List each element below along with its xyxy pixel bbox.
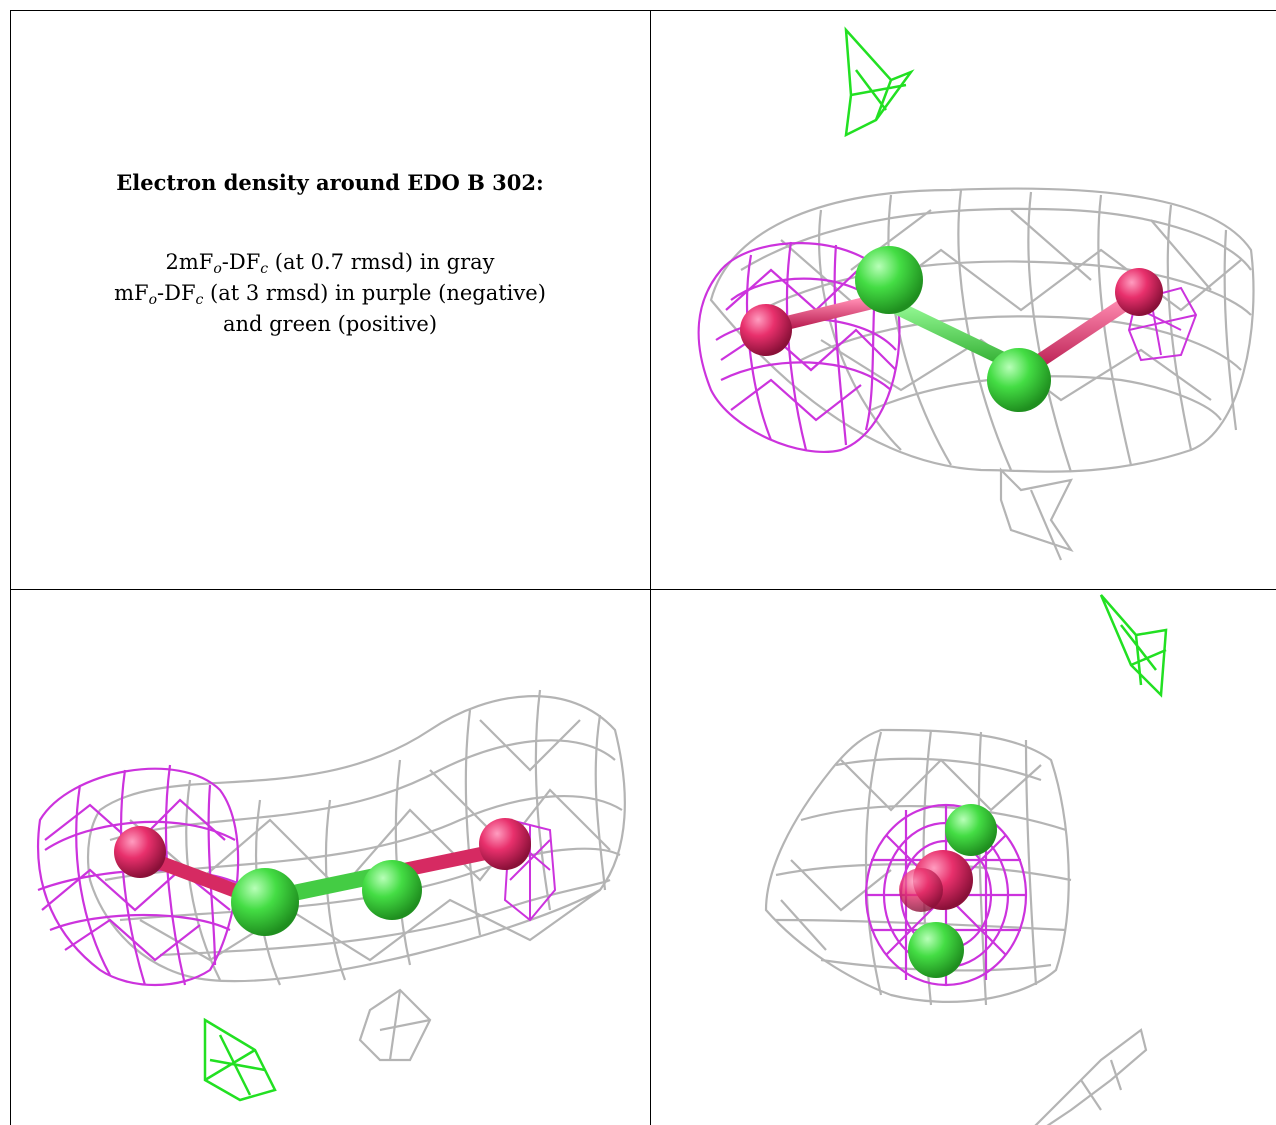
density-panel-bottom-left [10,590,650,1125]
gray-mesh [764,728,1148,1125]
caption-line-green: and green (positive) [222,312,438,336]
green-mesh-bottom [203,1017,277,1102]
rule-top [10,10,1276,11]
gray-mesh [86,689,626,1062]
caption-cell: Electron density around EDO B 302: 2mFo-… [10,10,650,589]
caption-line-purple: mFo-DFc (at 3 rmsd) in purple (negative) [114,281,546,308]
caption-line-gray: 2mFo-DFc (at 0.7 rmsd) in gray [165,250,495,277]
rule-left [10,10,11,1125]
caption: Electron density around EDO B 302: 2mFo-… [10,170,650,340]
edo-molecule-3 [899,804,997,978]
rule-middle [10,589,1276,590]
rule-center [650,10,651,1125]
density-render-3 [764,594,1168,1125]
density-render-2 [36,689,626,1102]
edo-molecule-1 [740,246,1163,412]
caption-title: Electron density around EDO B 302: [116,170,544,195]
density-panel-top-right [651,10,1276,589]
green-mesh-top [844,26,915,138]
green-mesh-top [1099,594,1168,698]
density-render-1 [697,26,1255,561]
edo-molecule-2 [114,818,531,936]
density-panel-bottom-right [651,590,1276,1125]
